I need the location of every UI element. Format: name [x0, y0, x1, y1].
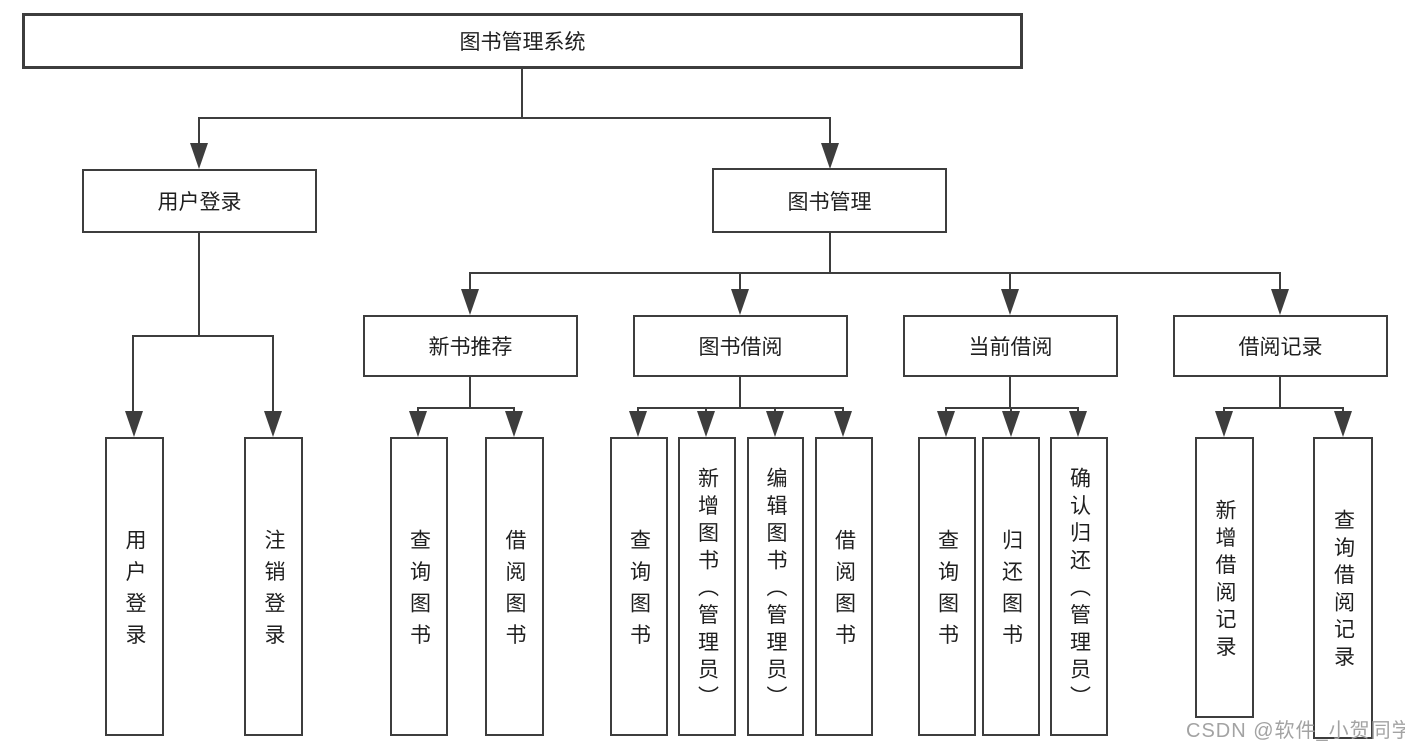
leaf-borrow-add-book-admin-label: 新增图书（管理员）: [695, 466, 719, 713]
leaf-newbook-query-book: 查询图书: [390, 437, 448, 736]
arrow-down-icon: [629, 411, 647, 437]
leaf-current-confirm-return-admin: 确认归还（管理员）: [1050, 437, 1108, 736]
node-user-login-label: 用户登录: [157, 191, 242, 214]
connector-shaft: [829, 117, 831, 145]
connector-shaft: [1279, 272, 1281, 291]
arrow-down-icon: [1069, 411, 1087, 437]
leaf-user-login-label: 用户登录: [123, 528, 146, 655]
connector-book-borrow-bar: [637, 407, 843, 409]
arrow-down-icon: [766, 411, 784, 437]
leaf-newbook-query-book-label: 查询图书: [407, 528, 431, 655]
arrow-down-icon: [731, 289, 749, 315]
leaf-current-query-book: 查询图书: [918, 437, 976, 736]
node-new-book-recommend: 新书推荐: [363, 315, 578, 377]
connector-borrow-record-bar: [1223, 407, 1344, 409]
leaf-record-add-borrow-record-label: 新增借阅记录: [1213, 498, 1236, 663]
arrow-down-icon: [697, 411, 715, 437]
arrow-down-icon: [409, 411, 427, 437]
node-book-borrow-label: 图书借阅: [698, 336, 783, 359]
connector-user-login-stem: [198, 233, 200, 335]
node-root-label: 图书管理系统: [459, 31, 586, 54]
leaf-record-query-borrow-record-label: 查询借阅记录: [1331, 509, 1355, 674]
arrow-down-icon: [1002, 411, 1020, 437]
leaf-record-query-borrow-record: 查询借阅记录: [1313, 437, 1373, 739]
node-current-borrow-label: 当前借阅: [968, 336, 1053, 359]
leaf-current-confirm-return-admin-label: 确认归还（管理员）: [1067, 466, 1091, 713]
connector-shaft: [1009, 272, 1011, 291]
node-borrow-record: 借阅记录: [1173, 315, 1388, 377]
arrow-down-icon: [937, 411, 955, 437]
node-new-book-recommend-label: 新书推荐: [428, 336, 513, 359]
leaf-current-return-book: 归还图书: [982, 437, 1040, 736]
leaf-borrow-query-book-label: 查询图书: [627, 528, 651, 655]
leaf-current-query-book-label: 查询图书: [935, 528, 959, 655]
arrow-down-icon: [1001, 289, 1019, 315]
connector-new-book-stem: [469, 377, 471, 407]
node-root: 图书管理系统: [22, 13, 1023, 69]
connector-new-book-bar: [417, 407, 515, 409]
node-book-management: 图书管理: [712, 168, 947, 233]
connector-book-borrow-stem: [739, 377, 741, 407]
leaf-newbook-borrow-book-label: 借阅图书: [503, 528, 526, 655]
csdn-watermark: CSDN @软件_小贺同学: [1186, 720, 1405, 742]
connector-book-mgmt-stem: [829, 233, 831, 272]
leaf-borrow-query-book: 查询图书: [610, 437, 668, 736]
arrow-down-icon: [821, 143, 839, 169]
connector-current-borrow-stem: [1009, 377, 1011, 407]
leaf-borrow-edit-book-admin-label: 编辑图书（管理员）: [764, 466, 787, 713]
connector-root-bar: [198, 117, 831, 119]
leaf-borrow-edit-book-admin: 编辑图书（管理员）: [747, 437, 804, 736]
connector-book-mgmt-bar: [469, 272, 1281, 274]
connector-shaft: [272, 335, 274, 413]
node-current-borrow: 当前借阅: [903, 315, 1118, 377]
leaf-newbook-borrow-book: 借阅图书: [485, 437, 544, 736]
connector-borrow-record-stem: [1279, 377, 1281, 407]
arrow-down-icon: [190, 143, 208, 169]
leaf-logout-login-label: 注销登录: [262, 528, 285, 655]
node-book-management-label: 图书管理: [787, 190, 872, 214]
leaf-borrow-borrow-book-label: 借阅图书: [832, 528, 856, 655]
node-book-borrow: 图书借阅: [633, 315, 848, 377]
arrow-down-icon: [461, 289, 479, 315]
leaf-borrow-borrow-book: 借阅图书: [815, 437, 873, 736]
leaf-record-add-borrow-record: 新增借阅记录: [1195, 437, 1254, 718]
connector-root-stem: [521, 69, 523, 117]
arrow-down-icon: [505, 411, 523, 437]
connector-shaft: [132, 335, 134, 413]
node-user-login: 用户登录: [82, 169, 317, 233]
arrow-down-icon: [1271, 289, 1289, 315]
arrow-down-icon: [125, 411, 143, 437]
arrow-down-icon: [1215, 411, 1233, 437]
connector-user-login-bar: [132, 335, 274, 337]
leaf-logout-login: 注销登录: [244, 437, 303, 736]
connector-shaft: [739, 272, 741, 291]
arrow-down-icon: [834, 411, 852, 437]
arrow-down-icon: [264, 411, 282, 437]
node-borrow-record-label: 借阅记录: [1238, 336, 1323, 359]
arrow-down-icon: [1334, 411, 1352, 437]
leaf-user-login: 用户登录: [105, 437, 164, 736]
connector-current-borrow-bar: [945, 407, 1079, 409]
leaf-borrow-add-book-admin: 新增图书（管理员）: [678, 437, 736, 736]
leaf-current-return-book-label: 归还图书: [999, 528, 1023, 655]
connector-shaft: [198, 117, 200, 145]
connector-shaft: [469, 272, 471, 291]
